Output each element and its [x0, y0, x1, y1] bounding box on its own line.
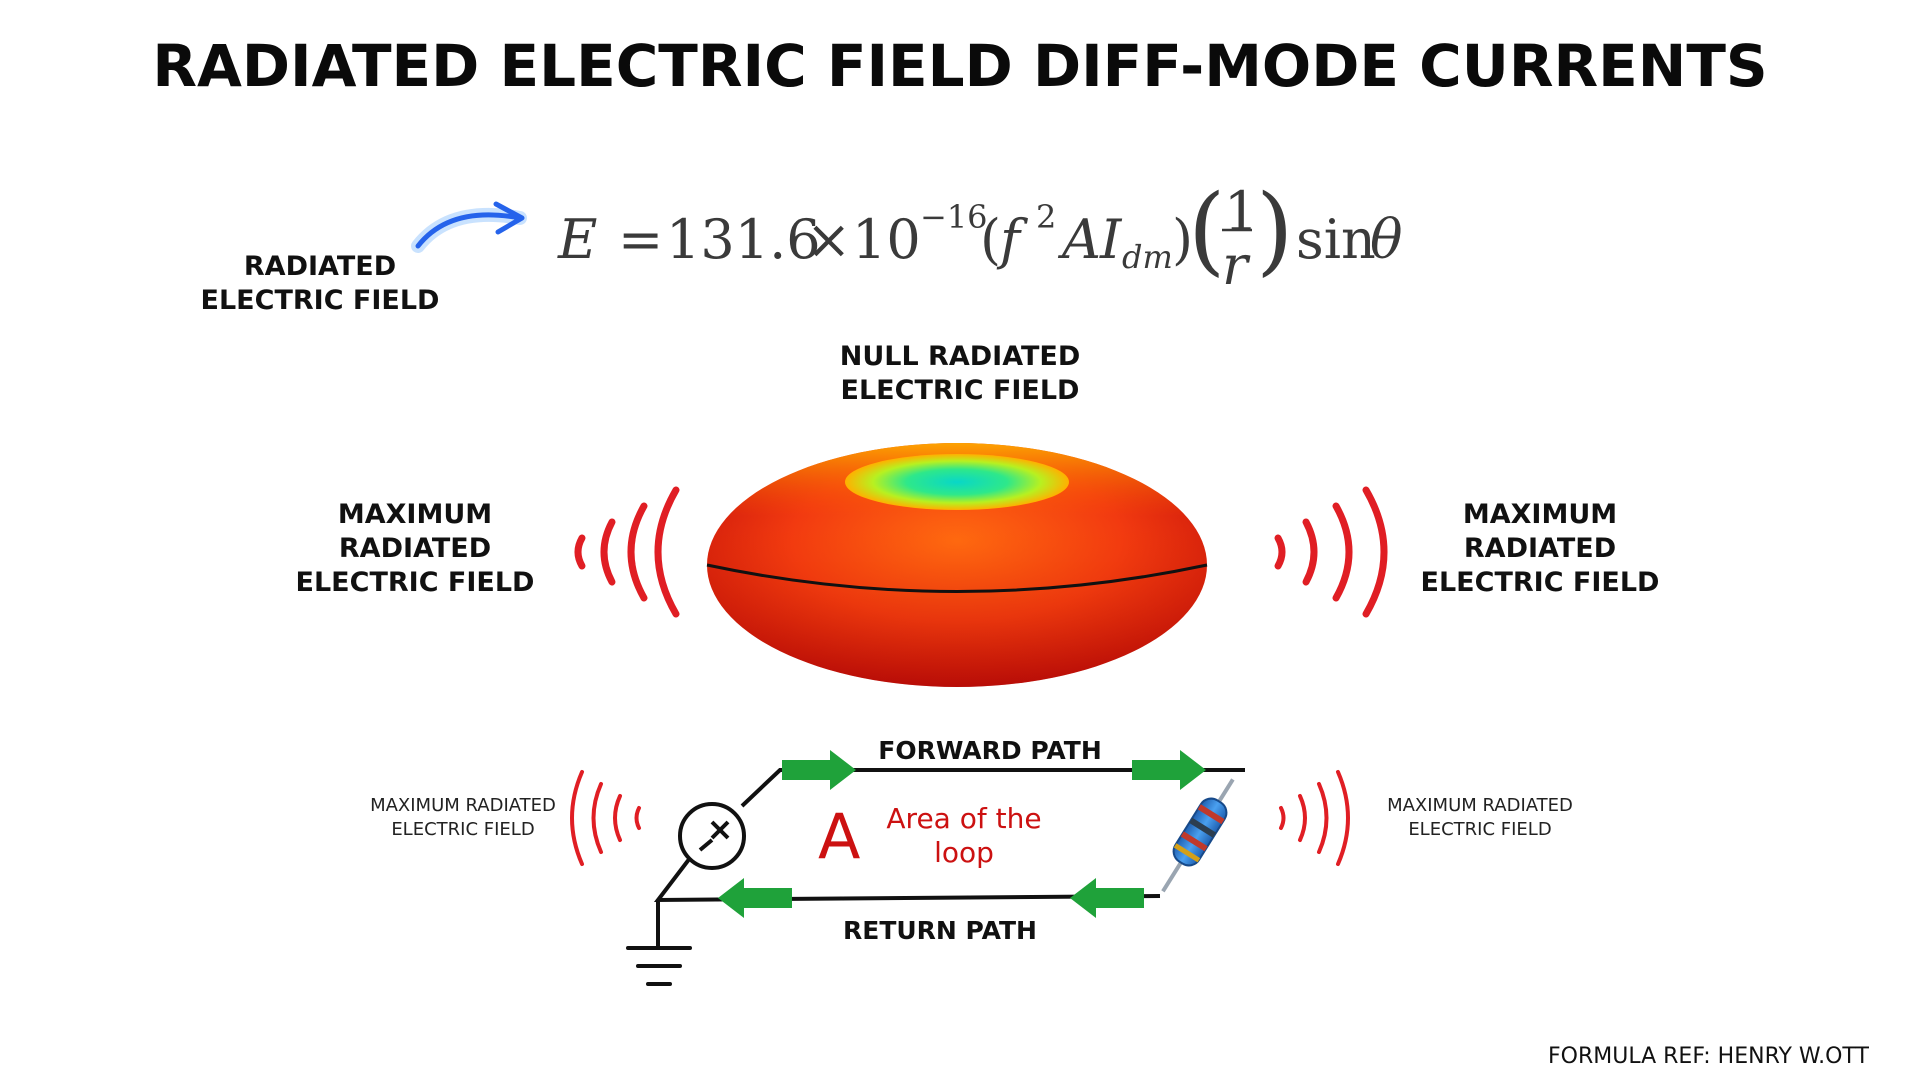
formula-a: A: [1062, 208, 1101, 271]
radiated-field-label: RADIATED ELECTRIC FIELD: [200, 251, 440, 316]
ground-icon: [626, 946, 692, 986]
radiation-pattern-torus: [706, 443, 1208, 687]
null-field-label: NULL RADIATED ELECTRIC FIELD: [839, 341, 1081, 406]
formula-open: (: [980, 208, 1002, 271]
resistor-icon: [1161, 778, 1235, 893]
arrow-icon-forward-1: [782, 750, 856, 790]
formula-frac-num: 1: [1224, 180, 1259, 243]
formula-close: ): [1172, 208, 1194, 271]
formula-i: I: [1100, 208, 1122, 271]
formula-reference: FORMULA REF: HENRY W.OTT: [1548, 1044, 1869, 1069]
arrow-icon-return-1: [1070, 878, 1144, 918]
formula-theta: θ: [1370, 208, 1403, 271]
max-field-label-right: MAXIMUM RADIATED ELECTRIC FIELD: [1420, 499, 1660, 598]
formula-eq: =: [618, 208, 664, 271]
formula: E = 131.6 × 10 −16 ( f 2 A I dm ) ( 1 r …: [558, 174, 1403, 297]
return-path-label: RETURN PATH: [843, 916, 1037, 945]
circuit-loop: [653, 768, 1245, 948]
wave-icon-small-right: [1279, 770, 1350, 866]
voltage-source-icon: [678, 802, 746, 870]
max-field-small-right: MAXIMUM RADIATED ELECTRIC FIELD: [1387, 795, 1573, 840]
formula-base: 10: [852, 208, 921, 271]
curved-arrow-icon: [411, 201, 527, 253]
arrow-icon-return-2: [718, 878, 792, 918]
formula-i-sub: dm: [1122, 238, 1173, 276]
arrow-icon-forward-2: [1132, 750, 1206, 790]
loop-area-symbol: A: [818, 800, 861, 873]
wave-icon-large-right: [1274, 486, 1388, 618]
page-title: RADIATED ELECTRIC FIELD DIFF-MODE CURREN…: [152, 32, 1768, 100]
formula-frac-den: r: [1222, 234, 1248, 297]
formula-lhs: E: [558, 208, 598, 271]
formula-f-exp: 2: [1036, 198, 1057, 236]
wave-icon-small-left: [570, 770, 641, 866]
loop-area-text: Area of the loop: [886, 802, 1042, 869]
max-field-small-left: MAXIMUM RADIATED ELECTRIC FIELD: [370, 795, 556, 840]
formula-sin: sin: [1296, 208, 1376, 271]
formula-exp: −16: [920, 198, 988, 236]
forward-path-label: FORWARD PATH: [878, 736, 1102, 765]
wave-icon-large-left: [574, 486, 680, 618]
formula-times: ×: [806, 208, 852, 271]
max-field-label-left: MAXIMUM RADIATED ELECTRIC FIELD: [295, 499, 535, 598]
formula-coef: 131.6: [666, 208, 821, 271]
formula-f: f: [1000, 208, 1020, 271]
